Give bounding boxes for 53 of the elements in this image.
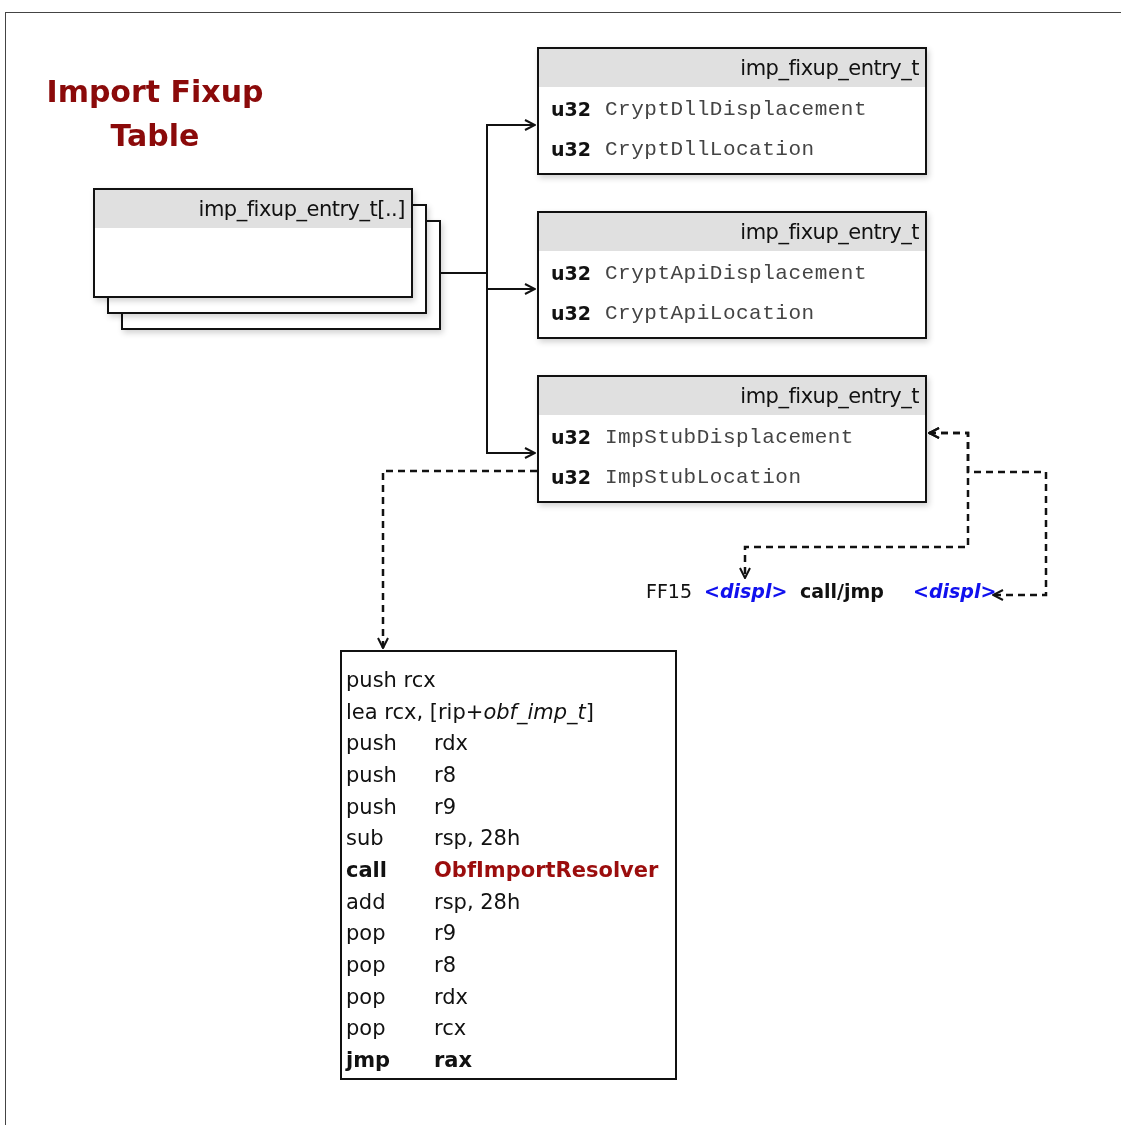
mnemonic: push xyxy=(346,794,398,819)
struct-box xyxy=(537,47,927,175)
field-type: u32 xyxy=(551,262,592,284)
field-type: u32 xyxy=(551,98,592,120)
struct-box xyxy=(537,375,927,503)
operand: ObfImportResolver xyxy=(434,857,659,882)
field-name: CryptApiLocation xyxy=(605,301,815,325)
field-name: ImpStubLocation xyxy=(605,465,802,489)
mnemonic: pop xyxy=(346,984,387,1009)
operand: rcx xyxy=(434,1016,467,1041)
operand: rsp, 28h xyxy=(434,889,521,914)
operand: rsp, 28h xyxy=(434,826,521,851)
field-type: u32 xyxy=(551,302,592,324)
opcode-text: FF15 xyxy=(646,580,693,602)
operand: r8 xyxy=(434,953,456,978)
operand: rdx xyxy=(434,731,469,756)
arrow xyxy=(440,272,536,459)
field-type: u32 xyxy=(551,138,592,160)
operand: r8 xyxy=(434,762,456,787)
field-name: CryptDllLocation xyxy=(605,137,815,161)
operand: r9 xyxy=(434,794,456,819)
code-line: push rcx xyxy=(346,667,436,692)
field-name: CryptApiDisplacement xyxy=(605,261,868,285)
mnemonic: pop xyxy=(346,921,387,946)
arrow xyxy=(377,469,537,649)
mnemonic: add xyxy=(346,889,387,914)
mnemonic: pop xyxy=(346,953,387,978)
operand: rdx xyxy=(434,984,469,1009)
diagram-title: Import Fixup Table xyxy=(45,73,265,155)
field-name: ImpStubDisplacement xyxy=(605,425,854,449)
mnemonic: sub xyxy=(346,826,385,851)
mnemonic: call xyxy=(346,857,388,882)
code-box xyxy=(340,650,677,1080)
array-title: imp_fixup_entry_t[..] xyxy=(198,197,405,221)
operand: r9 xyxy=(434,921,456,946)
mnemonic: push xyxy=(346,762,398,787)
mnemonic: pop xyxy=(346,1016,387,1041)
struct-title: imp_fixup_entry_t xyxy=(740,384,919,408)
struct-box xyxy=(537,211,927,339)
opcode-text: call/jmp xyxy=(800,580,884,602)
array-box xyxy=(93,188,413,298)
operand: rax xyxy=(434,1048,473,1073)
mnemonic: jmp xyxy=(346,1048,392,1073)
code-line: lea rcx, [rip+obf_imp_t] xyxy=(346,699,595,724)
mnemonic: push xyxy=(346,731,398,756)
displacement-text: <displ> xyxy=(913,580,997,602)
field-type: u32 xyxy=(551,466,592,488)
field-name: CryptDllDisplacement xyxy=(605,97,868,121)
struct-title: imp_fixup_entry_t xyxy=(740,220,919,244)
arrow xyxy=(928,427,1048,601)
field-type: u32 xyxy=(551,426,592,448)
displacement-text: <displ> xyxy=(704,580,788,602)
struct-title: imp_fixup_entry_t xyxy=(740,56,919,80)
